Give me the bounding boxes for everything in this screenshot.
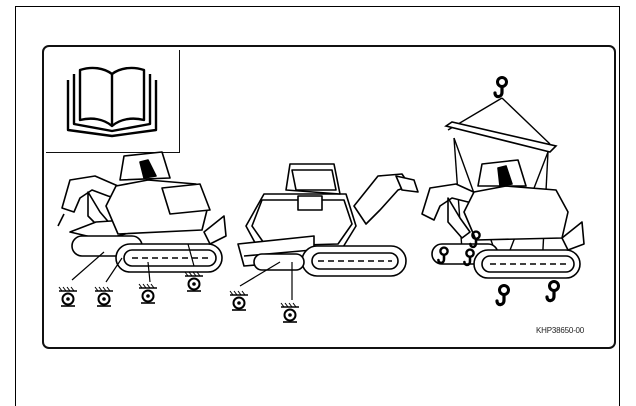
open-book-icon <box>68 68 156 136</box>
crane-hook-icon <box>547 282 559 301</box>
tie-down-symbol-icon <box>185 272 203 291</box>
tie-down-symbol-icon <box>59 287 77 306</box>
spreader-bar <box>446 122 556 152</box>
crane-hook-icon <box>497 286 509 305</box>
page: KHP38650-00 <box>0 0 636 394</box>
tie-down-symbol-icon <box>230 291 248 310</box>
excavator-side-view <box>58 152 226 272</box>
tie-down-symbol-icon <box>139 284 157 303</box>
tie-down-symbol-icon <box>95 287 113 306</box>
label-code: KHP38650-00 <box>536 326 616 335</box>
excavator-lifted-view <box>422 160 584 278</box>
excavator-rear-view <box>238 164 418 276</box>
tie-down-symbol-icon <box>281 303 299 322</box>
crane-hook-icon <box>495 78 507 97</box>
